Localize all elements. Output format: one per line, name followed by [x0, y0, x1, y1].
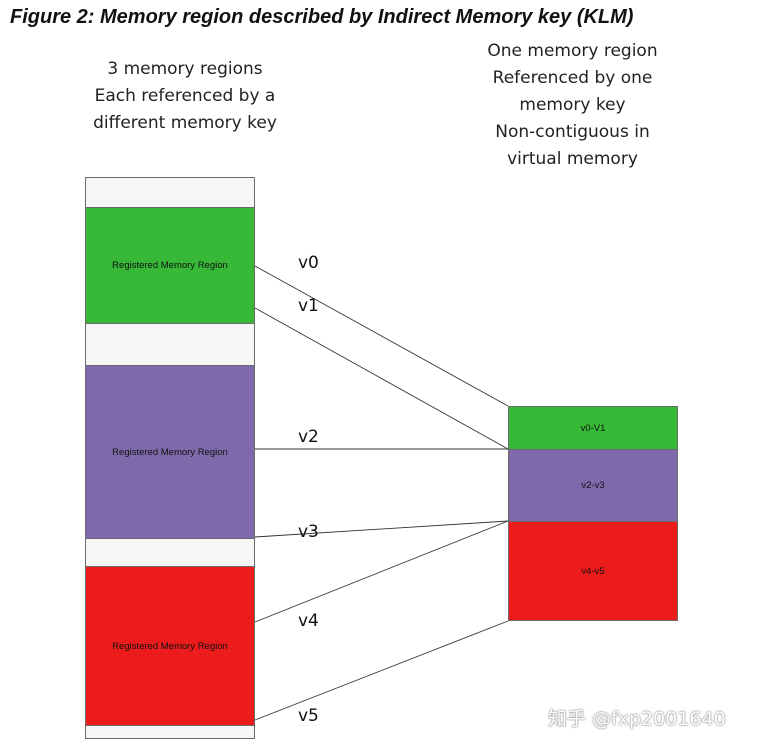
- left-gap-block: [85, 177, 255, 208]
- boundary-label-v3: v3: [298, 522, 319, 542]
- boundary-label-v4: v4: [298, 611, 319, 631]
- connector-v4: [254, 520, 509, 623]
- right-caption-line: virtual memory: [507, 149, 638, 169]
- boundary-label-v2: v2: [298, 427, 319, 447]
- connector-v0: [254, 265, 509, 407]
- boundary-label-v5: v5: [298, 706, 319, 726]
- left-region-green: Registered Memory Region: [85, 207, 255, 324]
- right-region-green: v0-V1: [508, 406, 678, 450]
- left-region-label: Registered Memory Region: [112, 640, 228, 652]
- left-caption-line: different memory key: [93, 113, 277, 133]
- right-region-red: v4-v5: [508, 521, 678, 621]
- left-region-purple: Registered Memory Region: [85, 365, 255, 539]
- boundary-label-v0: v0: [298, 253, 319, 273]
- right-caption: One memory region Referenced by one memo…: [450, 38, 695, 173]
- right-caption-line: One memory region: [487, 41, 658, 61]
- left-caption-line: 3 memory regions: [107, 59, 263, 79]
- right-caption-line: memory key: [519, 95, 626, 115]
- figure-title: Figure 2: Memory region described by Ind…: [10, 6, 634, 28]
- right-region-label: v0-V1: [580, 422, 606, 434]
- left-gap-block: [85, 725, 255, 739]
- connector-v1: [254, 307, 509, 450]
- left-gap-block: [85, 323, 255, 366]
- left-region-red: Registered Memory Region: [85, 566, 255, 726]
- connector-v5: [254, 620, 509, 721]
- connector-v3: [254, 520, 509, 538]
- left-region-label: Registered Memory Region: [112, 260, 228, 271]
- boundary-label-v1: v1: [298, 296, 319, 316]
- right-region-label: v2-v3: [581, 480, 605, 491]
- watermark-text: 知乎 @fxp2001640: [548, 708, 726, 730]
- left-caption: 3 memory regions Each referenced by a di…: [70, 56, 300, 137]
- right-caption-line: Non-contiguous in: [495, 122, 650, 142]
- left-caption-line: Each referenced by a: [94, 86, 276, 106]
- right-region-label: v4-v5: [581, 565, 605, 577]
- left-region-label: Registered Memory Region: [112, 446, 228, 458]
- right-caption-line: Referenced by one: [492, 68, 653, 88]
